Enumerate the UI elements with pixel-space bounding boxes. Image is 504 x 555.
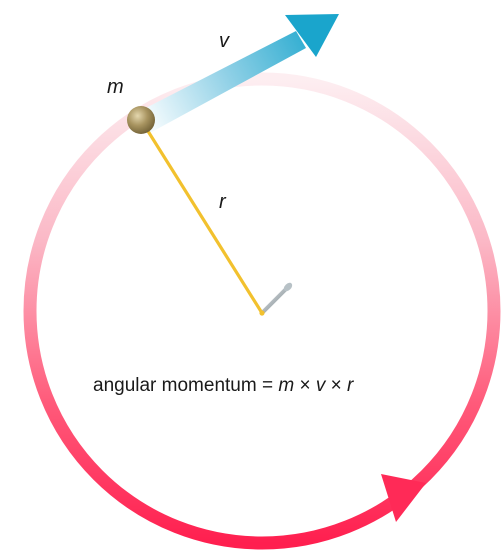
mass-ball [127, 106, 155, 134]
angular-momentum-formula: angular momentum = m × v × r [93, 375, 354, 396]
pivot-nail-icon [259, 282, 293, 316]
radius-label: r [219, 191, 227, 213]
formula-times-2: × [325, 375, 347, 396]
formula-var-v: v [316, 375, 327, 396]
orbit-direction-arrowhead [381, 474, 426, 522]
formula-prefix: angular momentum = [93, 375, 278, 396]
velocity-label: v [219, 30, 230, 52]
formula-var-r: r [347, 375, 354, 396]
radius-string [139, 118, 264, 315]
mass-label: m [107, 76, 124, 98]
formula-times-1: × [294, 375, 316, 396]
velocity-arrow [136, 14, 339, 134]
orbit-circle [23, 72, 501, 550]
formula-var-m: m [278, 375, 294, 396]
